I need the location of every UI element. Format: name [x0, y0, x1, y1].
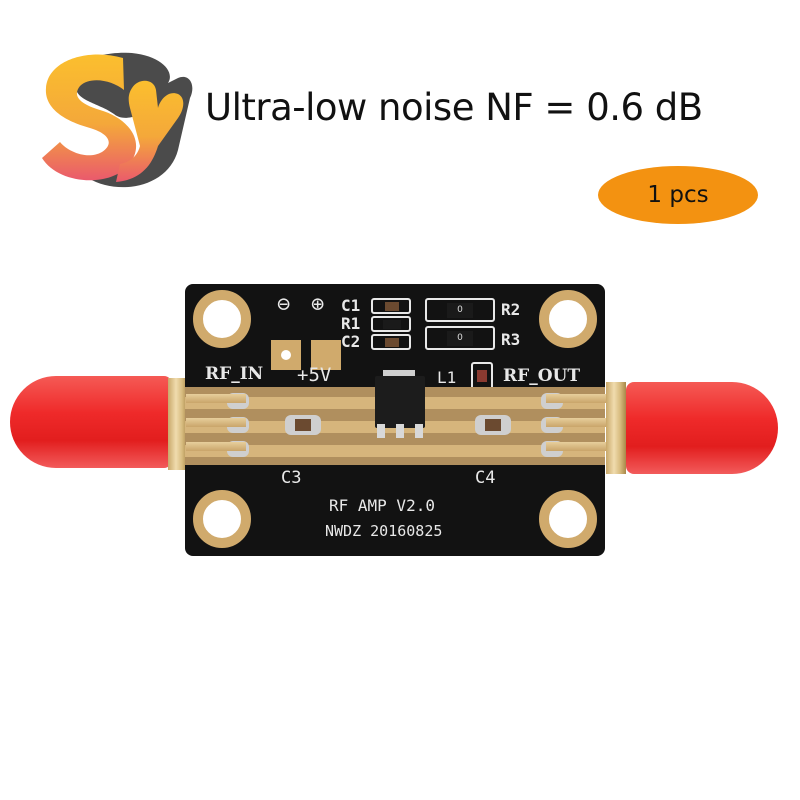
label-r1: R1	[341, 314, 361, 333]
resistor-r2: 0	[425, 298, 495, 322]
quantity-label: 1 pcs	[647, 182, 709, 208]
mount-hole-bottom-left	[193, 490, 251, 548]
power-pad-plus	[311, 340, 341, 370]
board-name: RF AMP V2.0	[329, 496, 435, 515]
pad-hole	[281, 350, 291, 360]
label-l1: L1	[437, 368, 457, 387]
mount-hole-top-left	[193, 290, 251, 348]
mount-hole-top-right	[539, 290, 597, 348]
quantity-badge: 1 pcs	[598, 166, 758, 224]
label-c4: C4	[475, 468, 496, 488]
capacitor-c1	[371, 298, 411, 314]
label-rf-out: RF_OUT	[503, 366, 580, 386]
product-image: ⊖ ⊕ C1 R1 C2 0 0 R2 R3 RF_IN +5V L1 RF_O…	[0, 260, 800, 580]
mount-hole-bottom-right	[539, 490, 597, 548]
plus-symbol: ⊕	[311, 292, 325, 317]
headline: Ultra-low noise NF = 0.6 dB	[205, 86, 703, 129]
resistor-r3: 0	[425, 326, 495, 350]
label-c2: C2	[341, 332, 361, 351]
label-r2: R2	[501, 300, 521, 319]
amplifier-ic	[375, 376, 425, 428]
pcb-board: ⊖ ⊕ C1 R1 C2 0 0 R2 R3 RF_IN +5V L1 RF_O…	[185, 284, 605, 556]
label-c1: C1	[341, 296, 361, 315]
sma-connector-right	[606, 382, 626, 474]
sma-cap-right	[626, 382, 778, 474]
label-c3: C3	[281, 468, 302, 488]
board-date: NWDZ 20160825	[325, 522, 443, 540]
label-r3: R3	[501, 330, 521, 349]
sma-cap-left	[10, 376, 172, 468]
label-rf-in: RF_IN	[205, 364, 264, 384]
minus-symbol: ⊖	[277, 292, 291, 317]
sy-logo-icon	[42, 52, 193, 188]
sma-connector-left	[168, 378, 188, 470]
label-vcc: +5V	[297, 364, 332, 386]
capacitor-c2	[371, 334, 411, 350]
resistor-r1	[371, 316, 411, 332]
brand-logo	[28, 38, 198, 198]
